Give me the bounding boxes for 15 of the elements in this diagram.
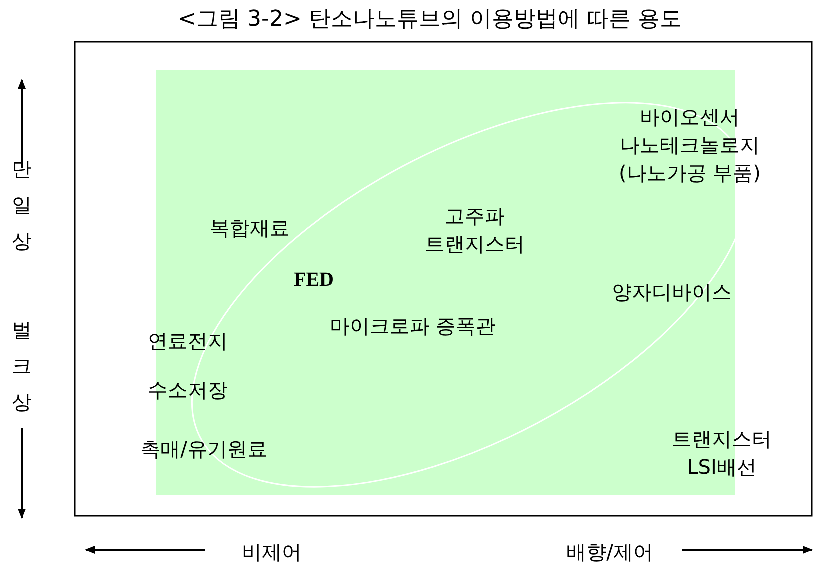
item-label: 고주파 트랜지스터 <box>424 203 526 258</box>
axis-label: 벌크상 <box>11 317 33 416</box>
axis-label: 배향/제어 <box>566 539 654 566</box>
item-label: 트랜지스터 LSI배선 <box>671 426 773 481</box>
item-label: 복합재료 <box>210 215 290 242</box>
item-label: 양자디바이스 <box>612 279 732 306</box>
item-label: 바이오센서 나노테크놀로지 (나노가공 부품) <box>618 104 762 187</box>
axis-label: 단일상 <box>11 156 33 255</box>
item-label: 수소저장 <box>148 377 228 404</box>
item-label: 촉매/유기원료 <box>140 436 268 463</box>
axis-label: 비제어 <box>242 539 302 566</box>
figure-title: <그림 3-2> 탄소나노튜브의 이용방법에 따른 용도 <box>178 6 682 34</box>
item-label: FED <box>294 268 334 293</box>
item-label: 연료전지 <box>148 328 228 355</box>
item-label: 마이크로파 증폭관 <box>330 313 496 340</box>
